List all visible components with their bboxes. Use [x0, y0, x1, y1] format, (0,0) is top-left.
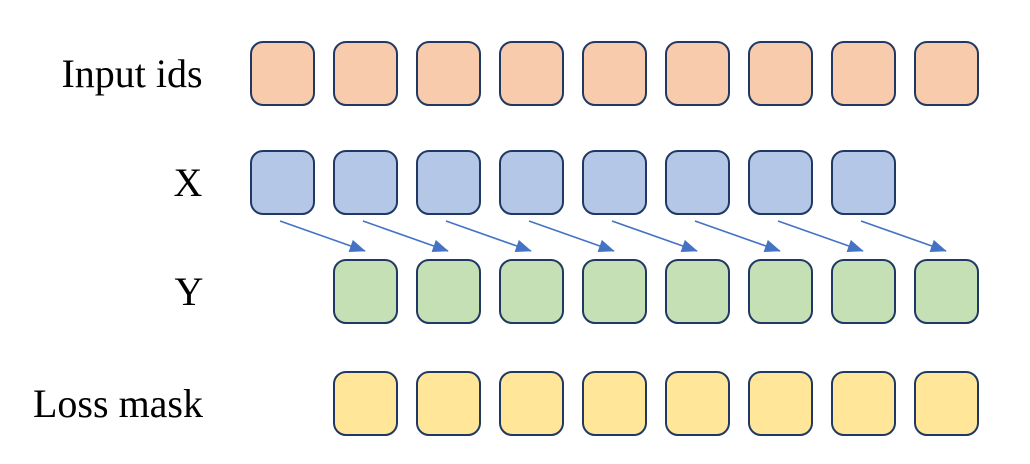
- loss-mask-cell: [499, 371, 564, 436]
- y-cell: [748, 259, 813, 324]
- x-cell: [665, 150, 730, 215]
- loss-mask-cell: [333, 371, 398, 436]
- shift-arrow: [445, 220, 532, 252]
- row-label-x: X: [173, 160, 203, 205]
- x-cell: [250, 150, 315, 215]
- x-cell: [582, 150, 647, 215]
- row-label-input-ids: Input ids: [61, 51, 203, 96]
- y-cell: [333, 259, 398, 324]
- x-cell: [831, 150, 896, 215]
- input-ids-cell: [250, 41, 315, 106]
- shift-arrow: [611, 220, 698, 252]
- shift-arrow: [279, 220, 366, 252]
- row-label-loss-mask: Loss mask: [33, 381, 203, 426]
- y-cell: [665, 259, 730, 324]
- shift-arrow: [860, 220, 947, 252]
- loss-mask-cell: [831, 371, 896, 436]
- input-ids-cell: [582, 41, 647, 106]
- x-cell: [416, 150, 481, 215]
- x-cell: [333, 150, 398, 215]
- loss-mask-cell: [665, 371, 730, 436]
- loss-mask-cell: [914, 371, 979, 436]
- y-cell: [831, 259, 896, 324]
- input-ids-cell: [499, 41, 564, 106]
- input-ids-cell: [831, 41, 896, 106]
- x-cell: [748, 150, 813, 215]
- input-ids-cell: [333, 41, 398, 106]
- shift-arrow: [362, 220, 449, 252]
- loss-mask-cell: [748, 371, 813, 436]
- x-cell: [499, 150, 564, 215]
- row-label-y: Y: [174, 269, 204, 314]
- input-ids-cell: [914, 41, 979, 106]
- shift-arrow: [528, 220, 615, 252]
- input-ids-cell: [416, 41, 481, 106]
- y-cell: [499, 259, 564, 324]
- shift-arrow: [694, 220, 781, 252]
- loss-mask-cell: [582, 371, 647, 436]
- y-cell: [416, 259, 481, 324]
- y-cell: [582, 259, 647, 324]
- y-cell: [914, 259, 979, 324]
- loss-mask-cell: [416, 371, 481, 436]
- input-ids-cell: [748, 41, 813, 106]
- shift-arrow: [777, 220, 864, 252]
- input-ids-cell: [665, 41, 730, 106]
